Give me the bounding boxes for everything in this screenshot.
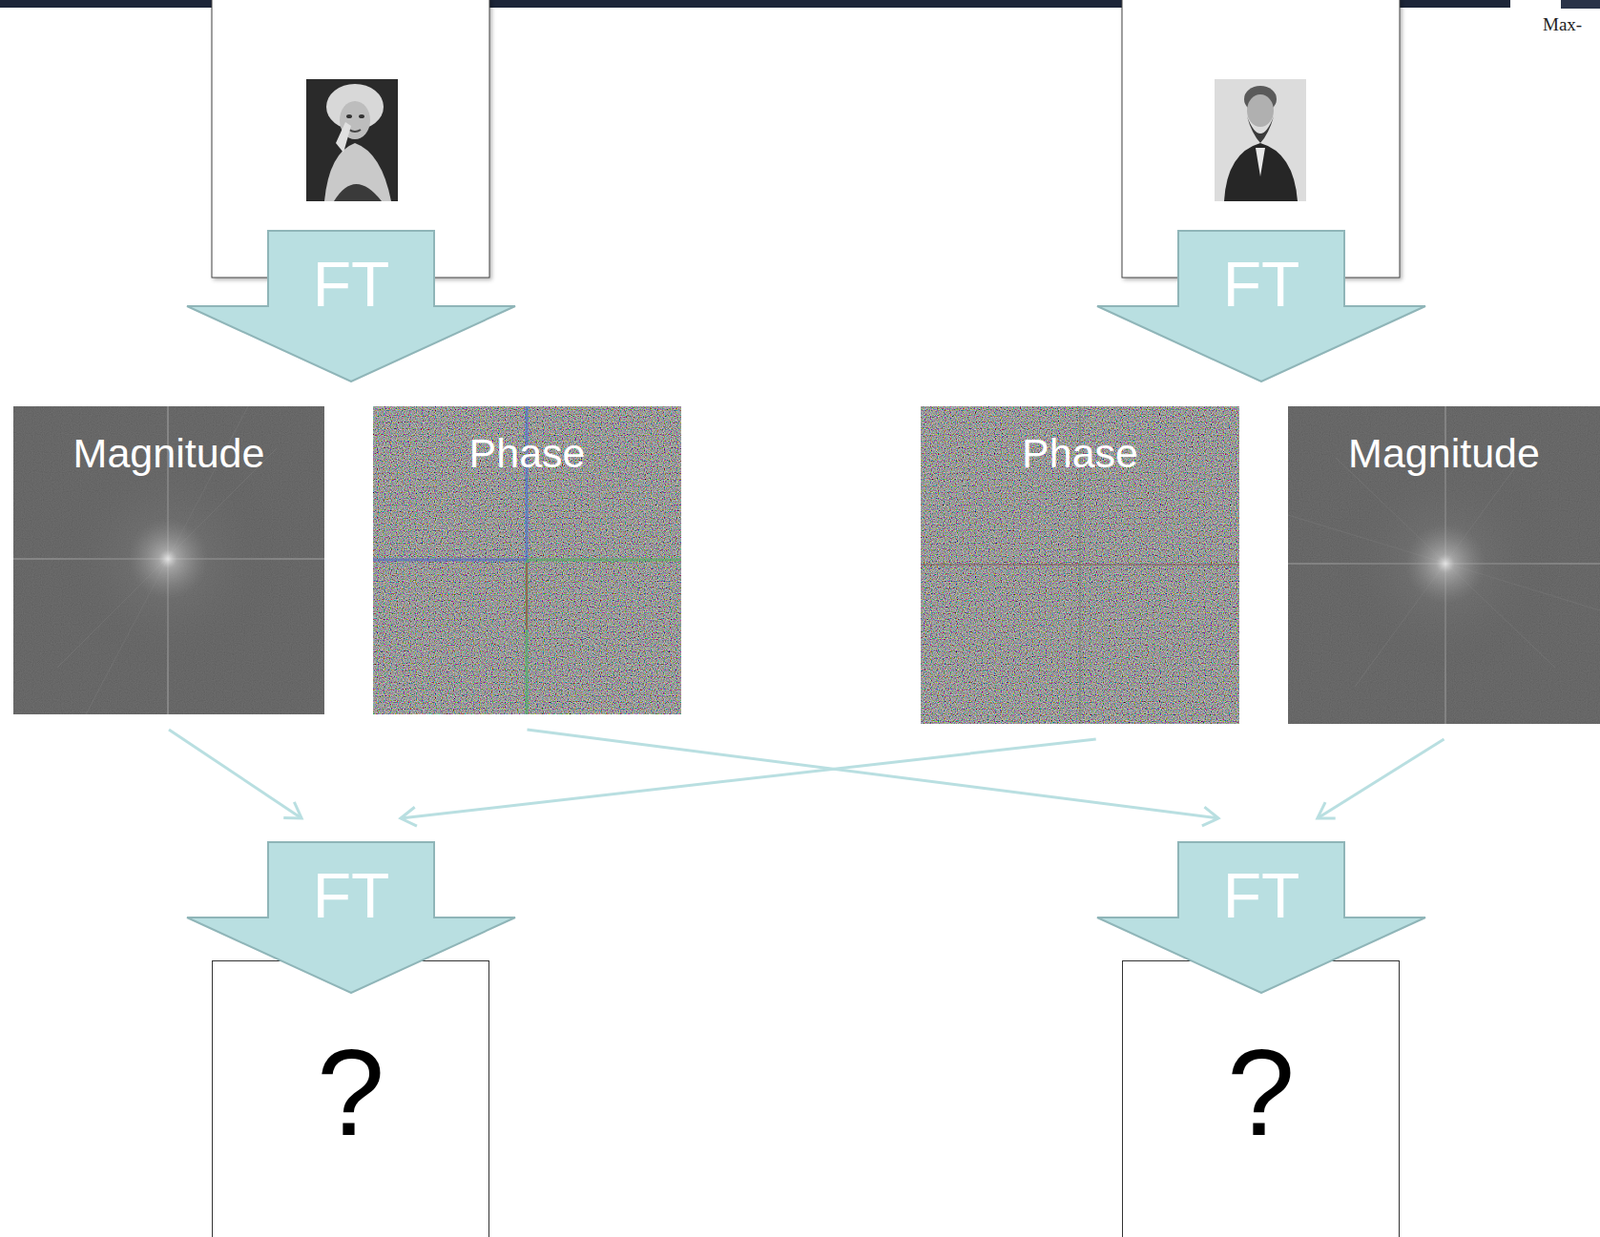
transform-arrow: FT bbox=[1096, 841, 1427, 995]
panel-title: Phase bbox=[920, 406, 1240, 479]
transform-label: FT bbox=[1096, 841, 1427, 928]
portrait-photo bbox=[306, 79, 398, 202]
arrow-outline bbox=[1097, 230, 1426, 382]
portrait-photo bbox=[1214, 79, 1307, 202]
panel-title: Phase bbox=[373, 406, 682, 479]
spectrum-panel: Phase bbox=[920, 406, 1240, 725]
flow-arrow bbox=[1317, 739, 1445, 819]
flow-arrow bbox=[168, 729, 302, 819]
arrow-outline bbox=[187, 230, 516, 382]
spectrum-panel: Phase bbox=[373, 406, 682, 715]
transform-label: FT bbox=[186, 841, 517, 928]
panel-title: Magnitude bbox=[13, 406, 325, 479]
transform-arrow: FT bbox=[186, 229, 517, 383]
spectrum-panel: Magnitude bbox=[13, 406, 325, 715]
transform-arrow: FT bbox=[1096, 229, 1427, 383]
logo-fragment bbox=[1560, 0, 1600, 9]
transform-label: FT bbox=[1096, 229, 1427, 316]
result-box: ? bbox=[211, 960, 490, 1237]
flow-arrow bbox=[527, 729, 1220, 819]
result-box: ? bbox=[1122, 960, 1400, 1237]
spectrum-panel: Magnitude bbox=[1288, 406, 1600, 725]
magnitude-spectrum bbox=[13, 406, 325, 715]
phase-spectrum bbox=[920, 406, 1240, 725]
panel-title: Magnitude bbox=[1288, 406, 1600, 479]
magnitude-spectrum bbox=[1288, 406, 1600, 725]
logo-text: Max- bbox=[1542, 15, 1582, 34]
phase-spectrum bbox=[373, 406, 682, 715]
transform-label: FT bbox=[186, 229, 517, 316]
transform-arrow: FT bbox=[186, 841, 517, 995]
flow-arrow bbox=[400, 739, 1097, 819]
